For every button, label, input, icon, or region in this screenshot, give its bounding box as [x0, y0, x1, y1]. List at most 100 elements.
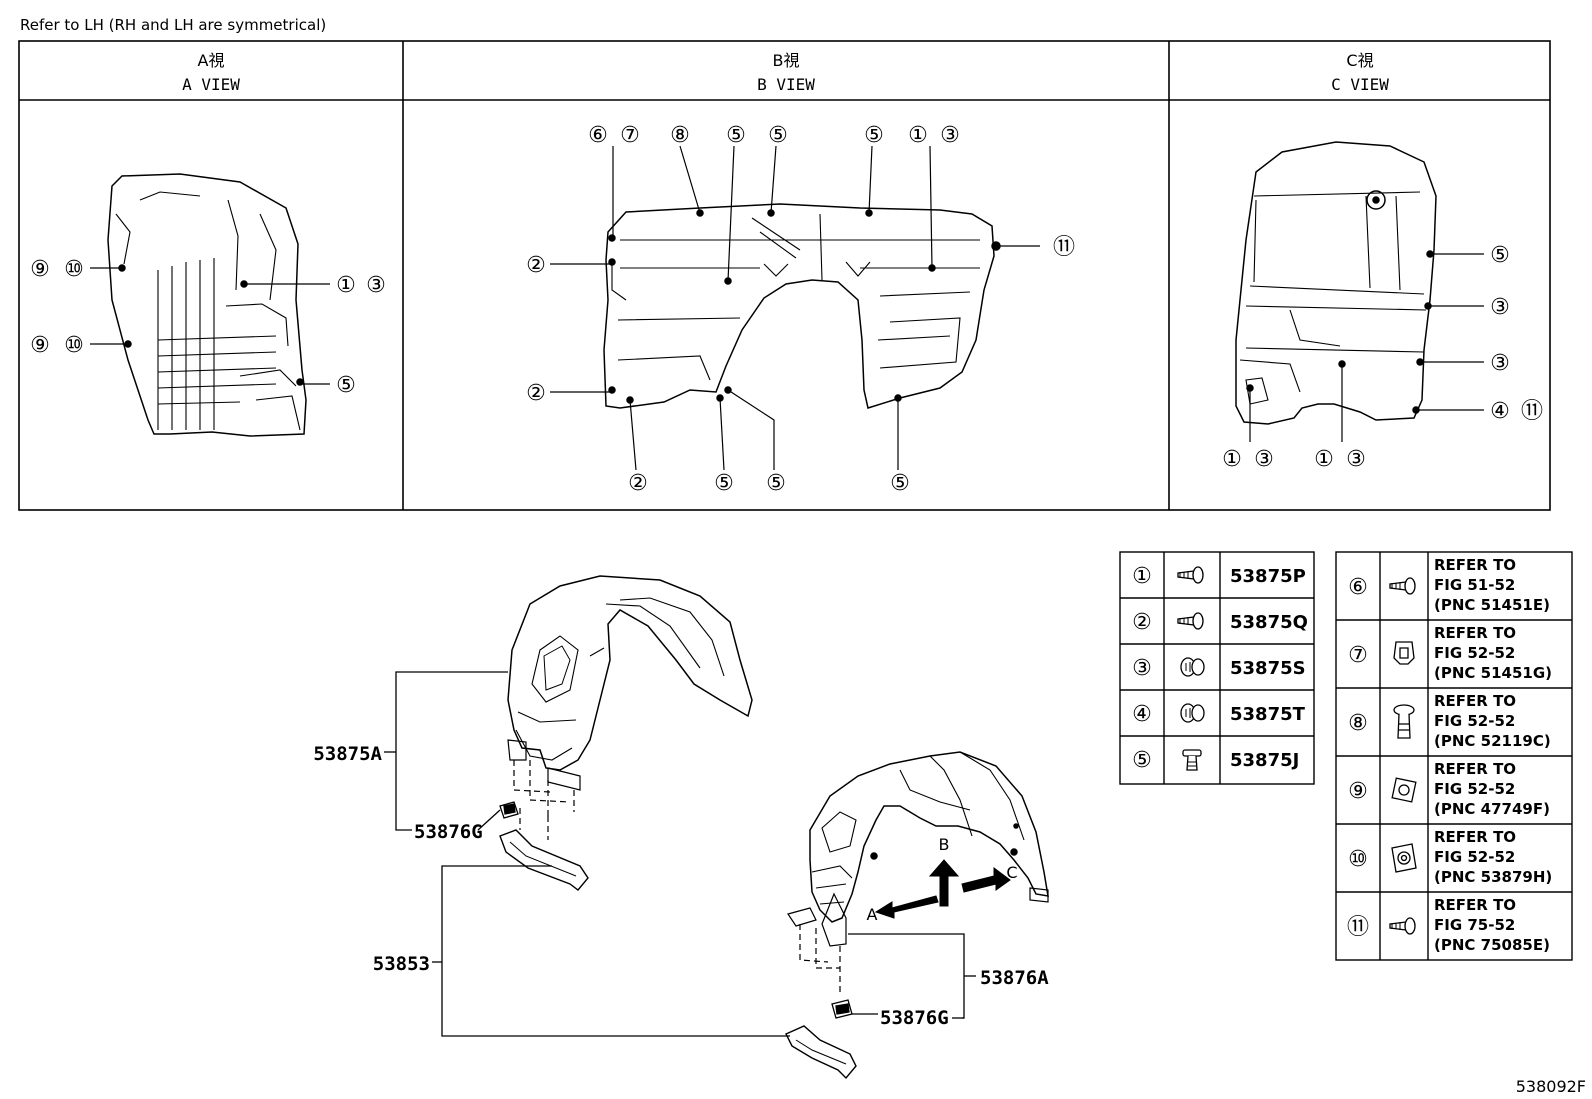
- callout-a-3: ③: [366, 273, 386, 298]
- callout-a-1: ①: [336, 273, 356, 298]
- callout-c-3-right: ③: [1346, 447, 1366, 472]
- fastener-ref: ⑦: [1348, 643, 1368, 668]
- direction-label-a: A: [867, 905, 878, 924]
- callout-b-5-e: ⑤: [766, 471, 786, 496]
- fastener-ref: ⑥: [1348, 575, 1368, 600]
- fastener-table-left: [1119, 551, 1315, 785]
- direction-arrows: [874, 859, 1011, 919]
- view-a-title-en: A VIEW: [182, 75, 240, 94]
- callout-a-5: ⑤: [336, 373, 356, 398]
- fastener-ref: ⑤: [1132, 748, 1152, 773]
- callout-c-3-top: ③: [1490, 295, 1510, 320]
- callout-b-5-f: ⑤: [890, 471, 910, 496]
- fastener-ref: ④: [1132, 702, 1152, 727]
- fastener-part-number: 53875T: [1230, 704, 1306, 725]
- arrow-a: [874, 895, 939, 919]
- callout-b-7: ⑦: [620, 123, 640, 148]
- fastener-ref: ⑨: [1348, 779, 1368, 804]
- fastener-fig-line: FIG 75-52: [1434, 916, 1515, 934]
- screw-icon: [1389, 577, 1416, 595]
- callout-c-11: ⑪: [1521, 399, 1543, 424]
- callout-b-5-c: ⑤: [864, 123, 884, 148]
- fastener-pnc-line: (PNC 51451E): [1434, 596, 1550, 614]
- view-c-leaders: [1249, 253, 1484, 442]
- fastener-ref: ⑩: [1348, 847, 1368, 872]
- fastener-part-number: 53875P: [1230, 566, 1306, 587]
- front-liner-dash-lines: [513, 760, 575, 840]
- direction-label-b: B: [939, 835, 950, 854]
- view-b-title-jp: B視: [773, 51, 800, 70]
- fastener-ref-line: REFER TO: [1434, 692, 1516, 710]
- figure-id: 538092F: [1516, 1077, 1586, 1096]
- bracket-53853-right: [785, 1025, 857, 1080]
- fastener-ref: ②: [1132, 610, 1152, 635]
- plug-icon: [1180, 657, 1205, 677]
- callout-c-5: ⑤: [1490, 243, 1510, 268]
- callout-b-3: ③: [940, 123, 960, 148]
- callout-c-1-right: ①: [1314, 447, 1334, 472]
- fastener-fig-line: FIG 51-52: [1434, 576, 1515, 594]
- direction-label-c: C: [1006, 863, 1017, 882]
- left-assembly-leaders: [384, 671, 790, 1037]
- bracket-53853-left: [499, 829, 589, 891]
- callout-b-2-mid: ②: [526, 381, 546, 406]
- clip-53876g-left: [499, 801, 519, 819]
- callout-b-8: ⑧: [670, 123, 690, 148]
- bracket-nut-icon: [1391, 843, 1417, 873]
- view-a-drawing: [107, 173, 307, 437]
- callout-b-5-d: ⑤: [714, 471, 734, 496]
- fastener-ref-line: REFER TO: [1434, 760, 1516, 778]
- part-label-53875a: 53875A: [313, 743, 382, 765]
- fastener-part-number: 53875J: [1230, 750, 1299, 771]
- callout-b-1: ①: [908, 123, 928, 148]
- view-c-title-en: C VIEW: [1331, 75, 1389, 94]
- callout-a-9-top: ⑨: [30, 257, 50, 282]
- callout-b-6: ⑥: [588, 123, 608, 148]
- screw-icon: [1177, 566, 1204, 584]
- arrow-c: [961, 867, 1011, 893]
- clip-icon: [1393, 641, 1415, 665]
- right-assembly-leaders: [848, 933, 976, 1019]
- fastener-part-number: 53875S: [1230, 658, 1306, 679]
- fastener-table-right: [1335, 551, 1573, 961]
- screw-icon: [1389, 917, 1416, 935]
- fastener-ref: ⑧: [1348, 711, 1368, 736]
- screw-icon: [1177, 612, 1204, 630]
- fastener-pnc-line: (PNC 53879H): [1434, 868, 1552, 886]
- fastener-ref-line: REFER TO: [1434, 828, 1516, 846]
- fastener-right-icons: [1389, 577, 1417, 935]
- fastener-pnc-line: (PNC 47749F): [1434, 800, 1550, 818]
- rivet-icon: [1393, 704, 1415, 739]
- fastener-fig-line: FIG 52-52: [1434, 644, 1515, 662]
- part-label-53876g-left: 53876G: [414, 821, 483, 843]
- arrow-b: [928, 859, 960, 907]
- view-table: [18, 40, 1551, 511]
- callout-a-10-bottom: ⑩: [64, 333, 84, 358]
- part-label-53876a: 53876A: [980, 967, 1049, 989]
- callout-c-3-left: ③: [1254, 447, 1274, 472]
- callout-a-10-top: ⑩: [64, 257, 84, 282]
- header-note: Refer to LH (RH and LH are symmetrical): [20, 16, 326, 34]
- front-liner-drawing: [507, 575, 753, 791]
- fastener-part-number: 53875Q: [1230, 612, 1308, 633]
- callout-c-4: ④: [1490, 399, 1510, 424]
- fastener-pnc-line: (PNC 51451G): [1434, 664, 1552, 682]
- part-label-53853: 53853: [373, 953, 430, 975]
- callout-c-3-mid: ③: [1490, 351, 1510, 376]
- callout-b-11: ⑪: [1053, 235, 1075, 260]
- push-clip-icon: [1182, 749, 1202, 771]
- callout-c-1-left: ①: [1222, 447, 1242, 472]
- fastener-pnc-line: (PNC 52119C): [1434, 732, 1551, 750]
- view-b-leaders: [550, 145, 1040, 471]
- callout-b-2-top: ②: [526, 253, 546, 278]
- callout-a-9-bottom: ⑨: [30, 333, 50, 358]
- view-a-title-jp: A視: [198, 51, 225, 70]
- plug-icon: [1180, 703, 1205, 723]
- callout-b-2-bottom: ②: [628, 471, 648, 496]
- fastener-ref-line: REFER TO: [1434, 896, 1516, 914]
- fastener-fig-line: FIG 52-52: [1434, 712, 1515, 730]
- rear-liner-dash-lines: [799, 924, 841, 996]
- fastener-fig-line: FIG 52-52: [1434, 848, 1515, 866]
- part-label-53876g-right: 53876G: [880, 1007, 949, 1029]
- fastener-ref: ⑪: [1347, 915, 1369, 940]
